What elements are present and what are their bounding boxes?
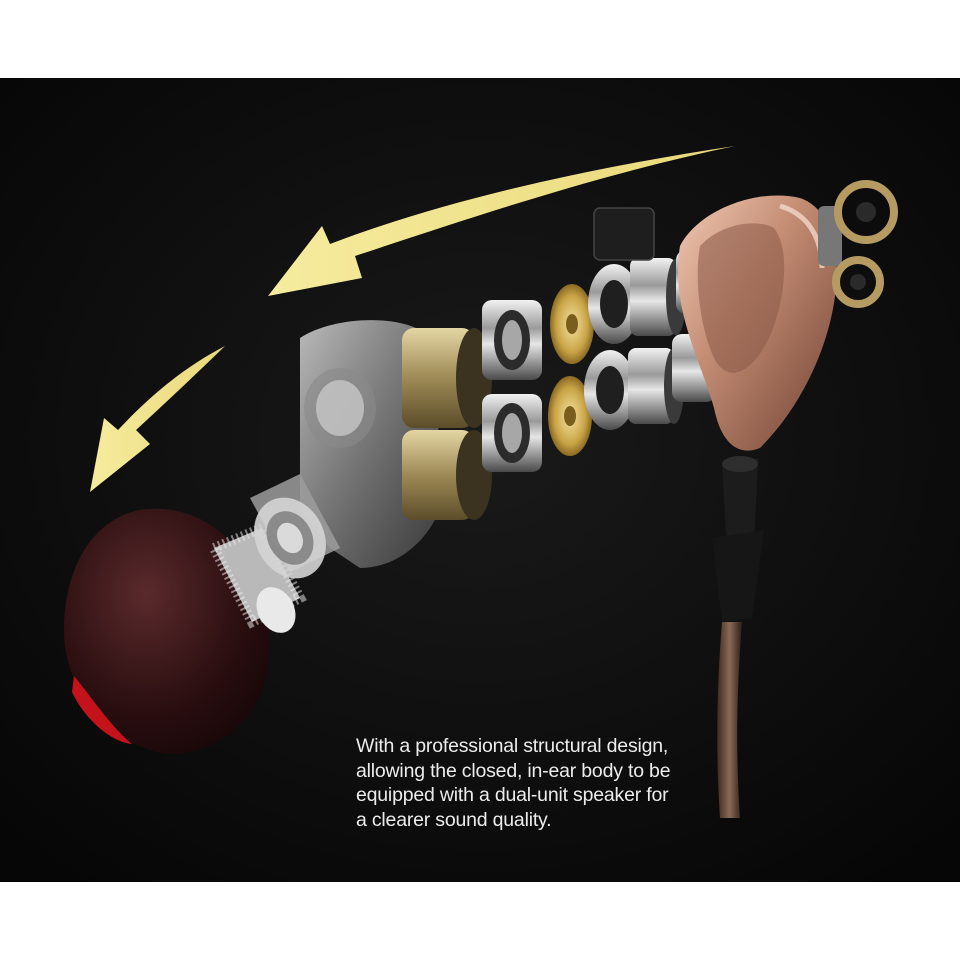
brass-driver-housings — [402, 328, 492, 520]
top-white-margin — [0, 0, 960, 78]
exploded-earphone-illustration — [0, 78, 960, 882]
caption-line-2: allowing the closed, in-ear body to be — [356, 759, 671, 782]
upper-arrow — [268, 146, 735, 296]
rose-gold-outer-shell — [593, 195, 837, 451]
product-photo: With a professional structural design, a… — [0, 78, 960, 882]
cable-strain-relief — [712, 456, 764, 622]
ear-tip — [64, 508, 270, 754]
gold-diaphragms — [548, 284, 594, 456]
caption-line-3: equipped with a dual-unit speaker for — [356, 784, 669, 806]
bottom-white-margin — [0, 882, 960, 960]
nozzle-mesh — [207, 521, 307, 633]
braided-cable — [717, 622, 742, 818]
lower-arrow — [90, 346, 225, 492]
caption-line-1: With a professional structural design, — [356, 735, 669, 757]
mmcx-connector-plate — [818, 180, 898, 308]
product-caption: With a professional structural design, a… — [356, 734, 716, 832]
caption-line-4: a clearer sound quality. — [356, 808, 552, 831]
chrome-magnet-rings-front — [482, 300, 542, 472]
